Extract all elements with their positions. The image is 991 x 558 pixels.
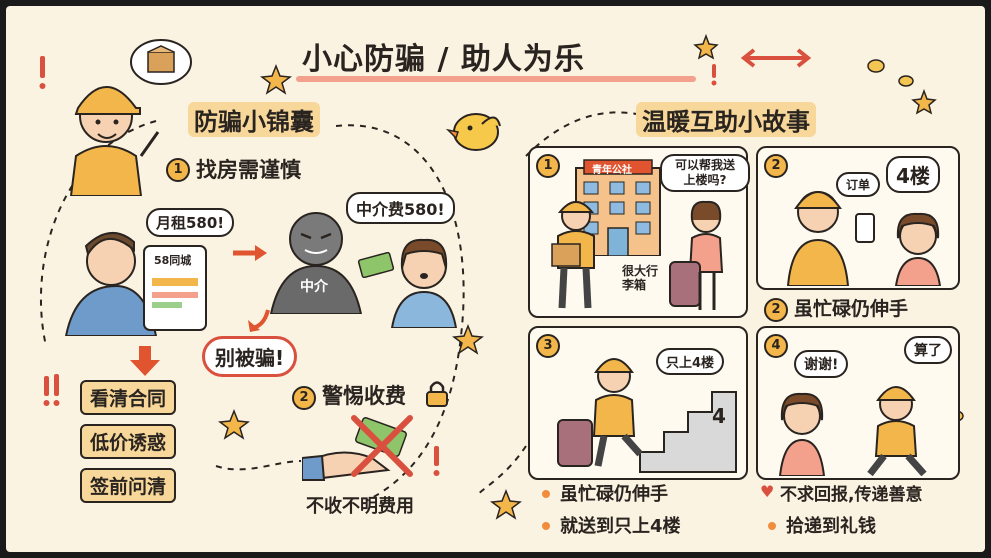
carrying-upstairs-illustration [557, 358, 737, 473]
story-bullet-2: 就送到只上4楼 [560, 516, 681, 537]
thought-bubble-box-icon [130, 39, 192, 85]
panel3-number: 3 [536, 334, 560, 358]
story-panel-3: 3 只上4楼 4 [528, 326, 748, 480]
tip2-label: 警惕收费 [322, 384, 406, 408]
anti-fraud-heading: 防骗小锦囊 [188, 102, 320, 137]
tip1-number: 1 [166, 158, 190, 182]
panel2-number: 2 [764, 154, 788, 178]
checklist-item-1: 看清合同 [80, 380, 177, 415]
help-request-bubble: 可以帮我送上楼吗? [660, 154, 750, 192]
agent-label: 中介 [300, 279, 328, 295]
story-panel-2: 2 订单 4楼 [756, 146, 960, 290]
down-arrow-icon [130, 346, 160, 376]
bullet-dot [542, 490, 550, 498]
title-underline [296, 76, 696, 82]
phone-user-illustration [64, 232, 207, 336]
courier-and-woman-illustration [786, 191, 942, 286]
delivery-man-illustration [69, 86, 160, 196]
no-unclear-fee-text: 不收不明费用 [306, 496, 414, 517]
story-bullet-3: 不求回报,传递善意 [780, 485, 923, 505]
tip1-label: 找房需谨慎 [196, 158, 301, 182]
woman-with-luggage-illustration [669, 200, 724, 310]
refuse-money-icon [302, 415, 413, 481]
lock-icon [426, 381, 448, 407]
panel1-number: 1 [536, 154, 560, 178]
heart-icon: ♥ [760, 482, 775, 501]
fee-speech-bubble: 中介费580! [346, 192, 455, 224]
page-title: 小心防骗 / 助人为乐 [302, 42, 585, 77]
dont-be-scammed-callout: 别被骗! [202, 336, 298, 377]
rent-speech-bubble: 月租580! [146, 208, 235, 237]
worried-girl-illustration [390, 238, 458, 328]
checklist-item-3: 签前问清 [80, 468, 177, 503]
panel2-caption: 虽忙碌仍伸手 [794, 298, 909, 320]
building-sign: 青年公社 [592, 165, 632, 176]
poster: 小心防骗 / 助人为乐 防骗小锦囊 1 找房需谨慎 58同城 月租580! [6, 6, 985, 552]
bird-icon [446, 113, 501, 151]
big-luggage-label: 很大行李箱 [622, 264, 659, 292]
bullet-dot [768, 522, 776, 530]
shady-agent-illustration [269, 212, 363, 314]
right-arrow-icon [233, 245, 267, 261]
stair-number: 4 [712, 404, 726, 428]
story-bullet-4: 拾递到礼钱 [786, 516, 876, 537]
order-bubble: 订单 [836, 172, 881, 197]
checklist-item-2: 低价诱惑 [80, 424, 177, 459]
caption2-number: 2 [764, 298, 788, 322]
bullet-dot [542, 522, 550, 530]
thanks-bubble: 谢谢! [794, 350, 849, 378]
fourth-floor-bubble: 4楼 [886, 156, 940, 193]
panel4-number: 4 [764, 334, 788, 358]
only-fourth-floor-bubble: 只上4楼 [656, 348, 725, 375]
tip2-number: 2 [292, 386, 316, 410]
curved-arrow-icon [248, 309, 270, 332]
thanking-scene-illustration [778, 386, 927, 476]
story-bullet-1: 虽忙碌仍伸手 [560, 484, 668, 505]
story-panel-4: 4 谢谢! 算了 [756, 326, 960, 480]
phone-app-label: 58同城 [154, 254, 192, 267]
stories-heading: 温暖互助小故事 [636, 102, 816, 137]
story-panel-1: 1 青年公社 可以帮我送上楼吗? 很大行李箱 [528, 146, 750, 318]
never-mind-bubble: 算了 [904, 336, 952, 364]
courier-with-box-illustration [551, 201, 595, 309]
cash-icon [357, 252, 395, 278]
